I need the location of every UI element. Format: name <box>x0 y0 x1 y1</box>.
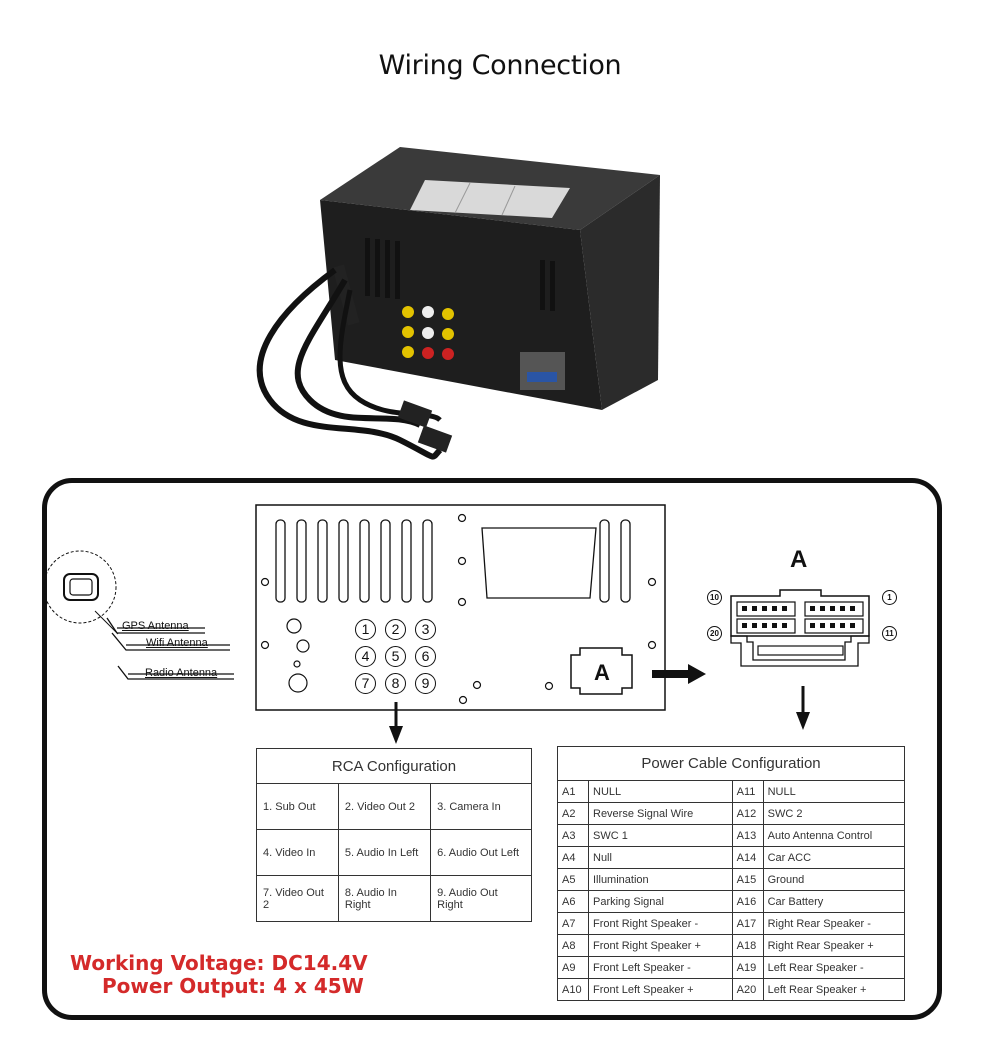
pin-function-cell: Front Right Speaker - <box>588 912 733 935</box>
pin-code-cell: A6 <box>557 890 589 913</box>
table-cell: 2. Video Out 2 <box>337 783 432 830</box>
pin-code-cell: A7 <box>557 912 589 935</box>
wiring-diagram <box>43 504 870 744</box>
pin-code-cell: A19 <box>731 956 764 979</box>
rca-number-7: 7 <box>355 673 376 694</box>
pin-code-cell: A8 <box>557 934 589 957</box>
pin-function-cell: NULL <box>588 780 733 803</box>
pin-function-cell: Front Left Speaker - <box>588 956 733 979</box>
pin-function-cell: NULL <box>762 780 906 803</box>
rca-number-2: 2 <box>385 619 406 640</box>
antenna-label-gps: GPS Antenna <box>122 620 189 632</box>
head-unit-photo <box>256 147 660 460</box>
table-cell: 5. Audio In Left <box>337 829 432 876</box>
pin-code-cell: A10 <box>557 978 589 1001</box>
diagram-frame <box>42 478 942 1020</box>
pin-function-cell: SWC 2 <box>762 802 906 825</box>
table-cell: 8. Audio In Right <box>337 875 432 922</box>
table-cell: 6. Audio Out Left <box>430 829 532 876</box>
pin-code-cell: A14 <box>731 846 764 869</box>
rca-number-1: 1 <box>355 619 376 640</box>
pin-function-cell: Front Left Speaker + <box>588 978 733 1001</box>
table-row: 1. Sub Out 2. Video Out 2 3. Camera In <box>256 783 532 830</box>
pin-function-cell: Null <box>588 846 733 869</box>
pin-code-cell: A17 <box>731 912 764 935</box>
panel-connector-label: A <box>594 660 610 685</box>
pin-function-cell: Illumination <box>588 868 733 891</box>
pin-function-cell: Reverse Signal Wire <box>588 802 733 825</box>
antenna-label-wifi: Wifi Antenna <box>146 637 208 649</box>
antenna-label-radio: Radio Antenna <box>145 667 218 679</box>
pin-code-cell: A1 <box>557 780 589 803</box>
pin-code-cell: A12 <box>731 802 764 825</box>
table-cell: 7. Video Out 2 <box>256 875 339 922</box>
connector-title: A <box>790 546 808 573</box>
rca-number-5: 5 <box>385 646 406 667</box>
pin-function-cell: Left Rear Speaker - <box>762 956 906 979</box>
pin-function-cell: Front Right Speaker + <box>588 934 733 957</box>
connector-pin-10: 10 <box>707 590 722 605</box>
rca-number-3: 3 <box>415 619 436 640</box>
pin-code-cell: A4 <box>557 846 589 869</box>
table-cell: 3. Camera In <box>430 783 532 830</box>
connector-pin-11: 11 <box>882 626 897 641</box>
pin-function-cell: Car ACC <box>762 846 906 869</box>
rca-number-6: 6 <box>415 646 436 667</box>
pin-code-cell: A5 <box>557 868 589 891</box>
working-voltage: Working Voltage: DC14.4V <box>70 951 368 975</box>
table-row: 4. Video In 5. Audio In Left 6. Audio Ou… <box>256 829 532 876</box>
table-cell: 4. Video In <box>256 829 339 876</box>
rca-number-4: 4 <box>355 646 376 667</box>
power-config-title: Power Cable Configuration <box>557 746 905 781</box>
pin-code-cell: A15 <box>731 868 764 891</box>
pin-function-cell: Right Rear Speaker - <box>762 912 906 935</box>
pin-code-cell: A20 <box>731 978 764 1001</box>
table-row: 7. Video Out 2 8. Audio In Right 9. Audi… <box>256 875 532 922</box>
pin-code-cell: A2 <box>557 802 589 825</box>
power-output: Power Output: 4 x 45W <box>102 974 364 998</box>
connector-pin-20: 20 <box>707 626 722 641</box>
page-title: Wiring Connection <box>378 50 622 81</box>
pin-code-cell: A13 <box>731 824 764 847</box>
pin-function-cell: SWC 1 <box>588 824 733 847</box>
pin-code-cell: A11 <box>731 780 764 803</box>
pin-code-cell: A16 <box>731 890 764 913</box>
pin-code-cell: A18 <box>731 934 764 957</box>
pin-function-cell: Car Battery <box>762 890 906 913</box>
pin-function-cell: Left Rear Speaker + <box>762 978 906 1001</box>
pin-code-cell: A9 <box>557 956 589 979</box>
pin-function-cell: Right Rear Speaker + <box>762 934 906 957</box>
rca-config-table: RCA Configuration 1. Sub Out 2. Video Ou… <box>256 748 532 922</box>
pin-function-cell: Auto Antenna Control <box>762 824 906 847</box>
rca-number-8: 8 <box>385 673 406 694</box>
pin-code-cell: A3 <box>557 824 589 847</box>
table-cell: 1. Sub Out <box>256 783 339 830</box>
connector-pin-1: 1 <box>882 590 897 605</box>
rca-config-title: RCA Configuration <box>256 748 532 784</box>
pin-function-cell: Ground <box>762 868 906 891</box>
table-cell: 9. Audio Out Right <box>430 875 532 922</box>
rca-number-9: 9 <box>415 673 436 694</box>
pin-function-cell: Parking Signal <box>588 890 733 913</box>
